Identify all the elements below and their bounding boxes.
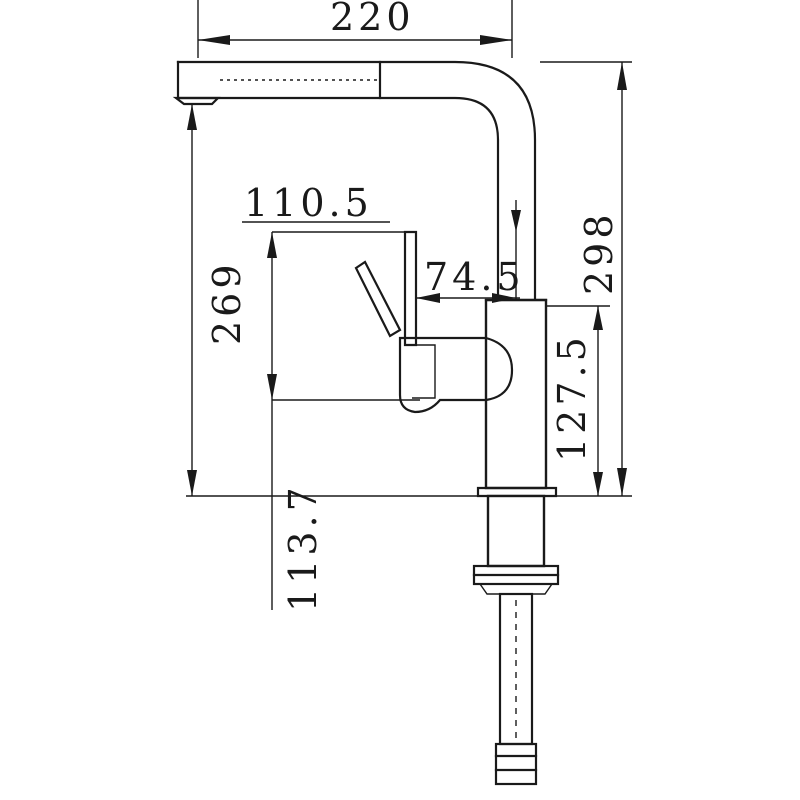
dim-body-height: 127.5 <box>550 333 594 462</box>
dim-spout-height: 269 <box>205 260 249 345</box>
faucet-outline <box>172 60 560 786</box>
spout <box>176 60 537 302</box>
mount-shank <box>486 494 546 568</box>
dim-overall-height: 298 <box>577 210 621 295</box>
lever-handle <box>403 230 418 347</box>
dim-handle-offset: 74.5 <box>424 255 525 299</box>
spout-tip <box>172 60 221 106</box>
dim-shank-length: 113.7 <box>281 483 325 612</box>
handle-hub <box>398 336 514 414</box>
faucet-body <box>484 298 548 490</box>
dimension-lines <box>186 0 632 610</box>
dim-handle-reach: 110.5 <box>244 181 373 225</box>
dim-overall-width: 220 <box>330 0 415 39</box>
hose-fitting <box>494 742 538 786</box>
